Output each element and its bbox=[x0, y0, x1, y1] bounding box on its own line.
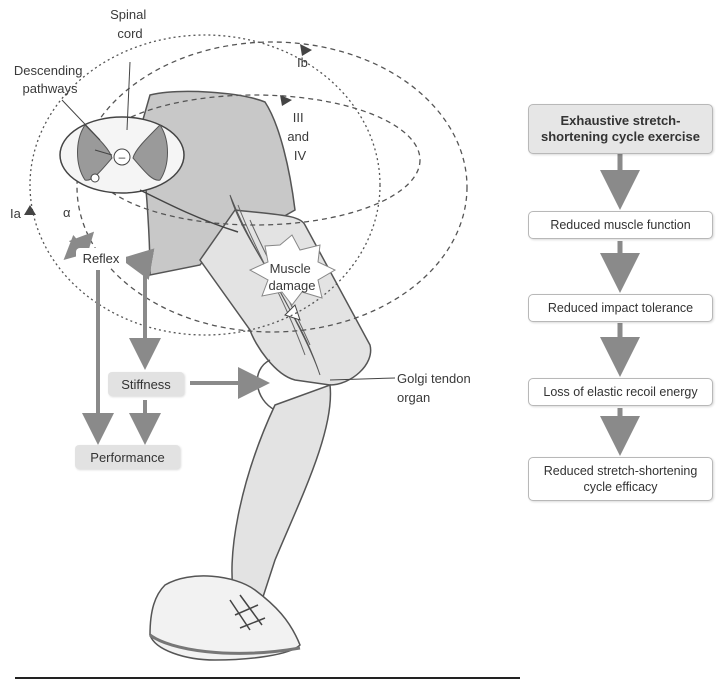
golgi-tendon-label: Golgi tendon organ bbox=[397, 371, 474, 405]
ia-label: Ia bbox=[10, 206, 22, 221]
flow-step-reduced-muscle-function: Reduced muscle function bbox=[528, 211, 713, 239]
shoe bbox=[150, 576, 300, 660]
alpha-label: α bbox=[63, 205, 71, 220]
descending-pathways-label: Descending pathways bbox=[14, 63, 86, 96]
inhibit-sign: – bbox=[119, 150, 126, 164]
iii-iv-label: III and IV bbox=[287, 110, 312, 163]
flow-step-loss-elastic-recoil: Loss of elastic recoil energy bbox=[528, 378, 713, 406]
spinal-cord-section: – bbox=[60, 117, 184, 193]
performance-label: Performance bbox=[75, 445, 180, 469]
stiffness-label: Stiffness bbox=[108, 372, 184, 396]
reflex-label: Reflex bbox=[76, 248, 126, 268]
spinal-cord-label: Spinal cord bbox=[110, 7, 150, 41]
flow-step-reduced-impact-tolerance: Reduced impact tolerance bbox=[528, 294, 713, 322]
ib-label: Ib bbox=[297, 55, 308, 70]
flow-step-exhaustive-exercise: Exhaustive stretch-shortening cycle exer… bbox=[528, 104, 713, 154]
